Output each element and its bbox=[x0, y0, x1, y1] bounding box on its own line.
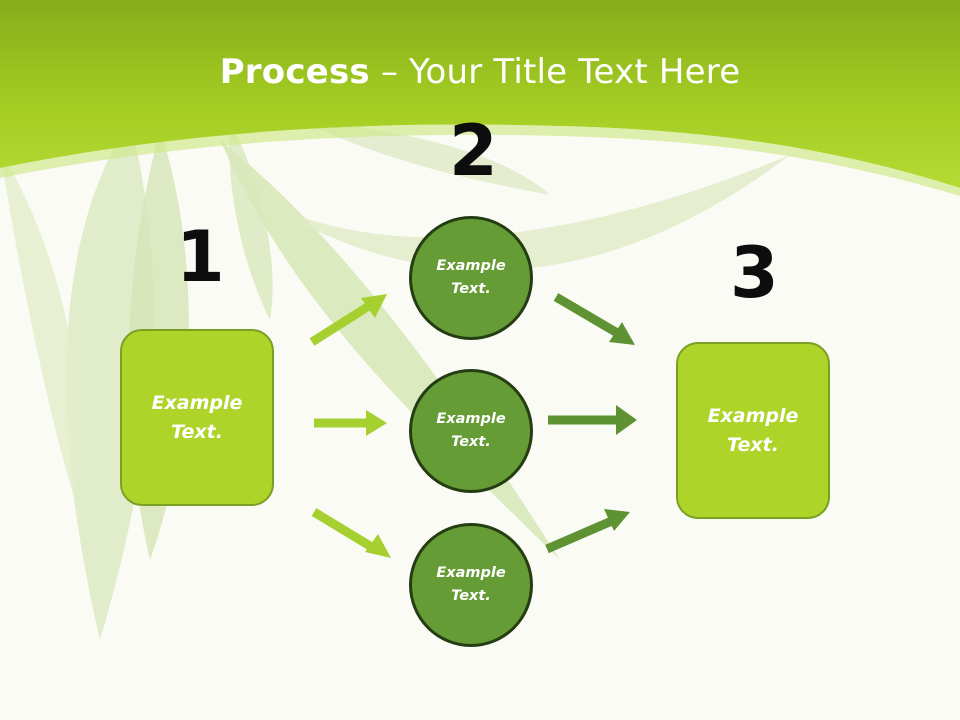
title-bold: Process bbox=[219, 52, 370, 92]
slide-title: Process – Your Title Text Here bbox=[0, 52, 960, 92]
arrow-top-to-3 bbox=[553, 293, 635, 345]
step-3-text: Example Text. bbox=[707, 404, 799, 456]
step-1-box: Example Text. bbox=[120, 329, 274, 506]
arrow-middle-to-3 bbox=[548, 405, 637, 435]
arrow-bottom-to-3 bbox=[545, 509, 630, 554]
step-2-circle-top: Example Text. bbox=[409, 216, 533, 340]
circle-middle-text: Example Text. bbox=[436, 411, 506, 450]
arrow-1-to-bottom bbox=[311, 508, 391, 558]
arrow-1-to-top bbox=[309, 294, 387, 346]
step-2-circle-bottom: Example Text. bbox=[409, 523, 533, 647]
step-number-1: 1 bbox=[176, 216, 225, 298]
step-number-2: 2 bbox=[449, 110, 498, 192]
step-3-box: Example Text. bbox=[676, 342, 830, 519]
step-number-3: 3 bbox=[730, 232, 779, 314]
circle-top-text: Example Text. bbox=[436, 258, 506, 297]
step-1-text: Example Text. bbox=[151, 391, 243, 443]
step-2-circle-middle: Example Text. bbox=[409, 369, 533, 493]
arrow-1-to-middle bbox=[314, 410, 387, 436]
title-rest: – Your Title Text Here bbox=[369, 52, 741, 92]
circle-bottom-text: Example Text. bbox=[436, 565, 506, 604]
